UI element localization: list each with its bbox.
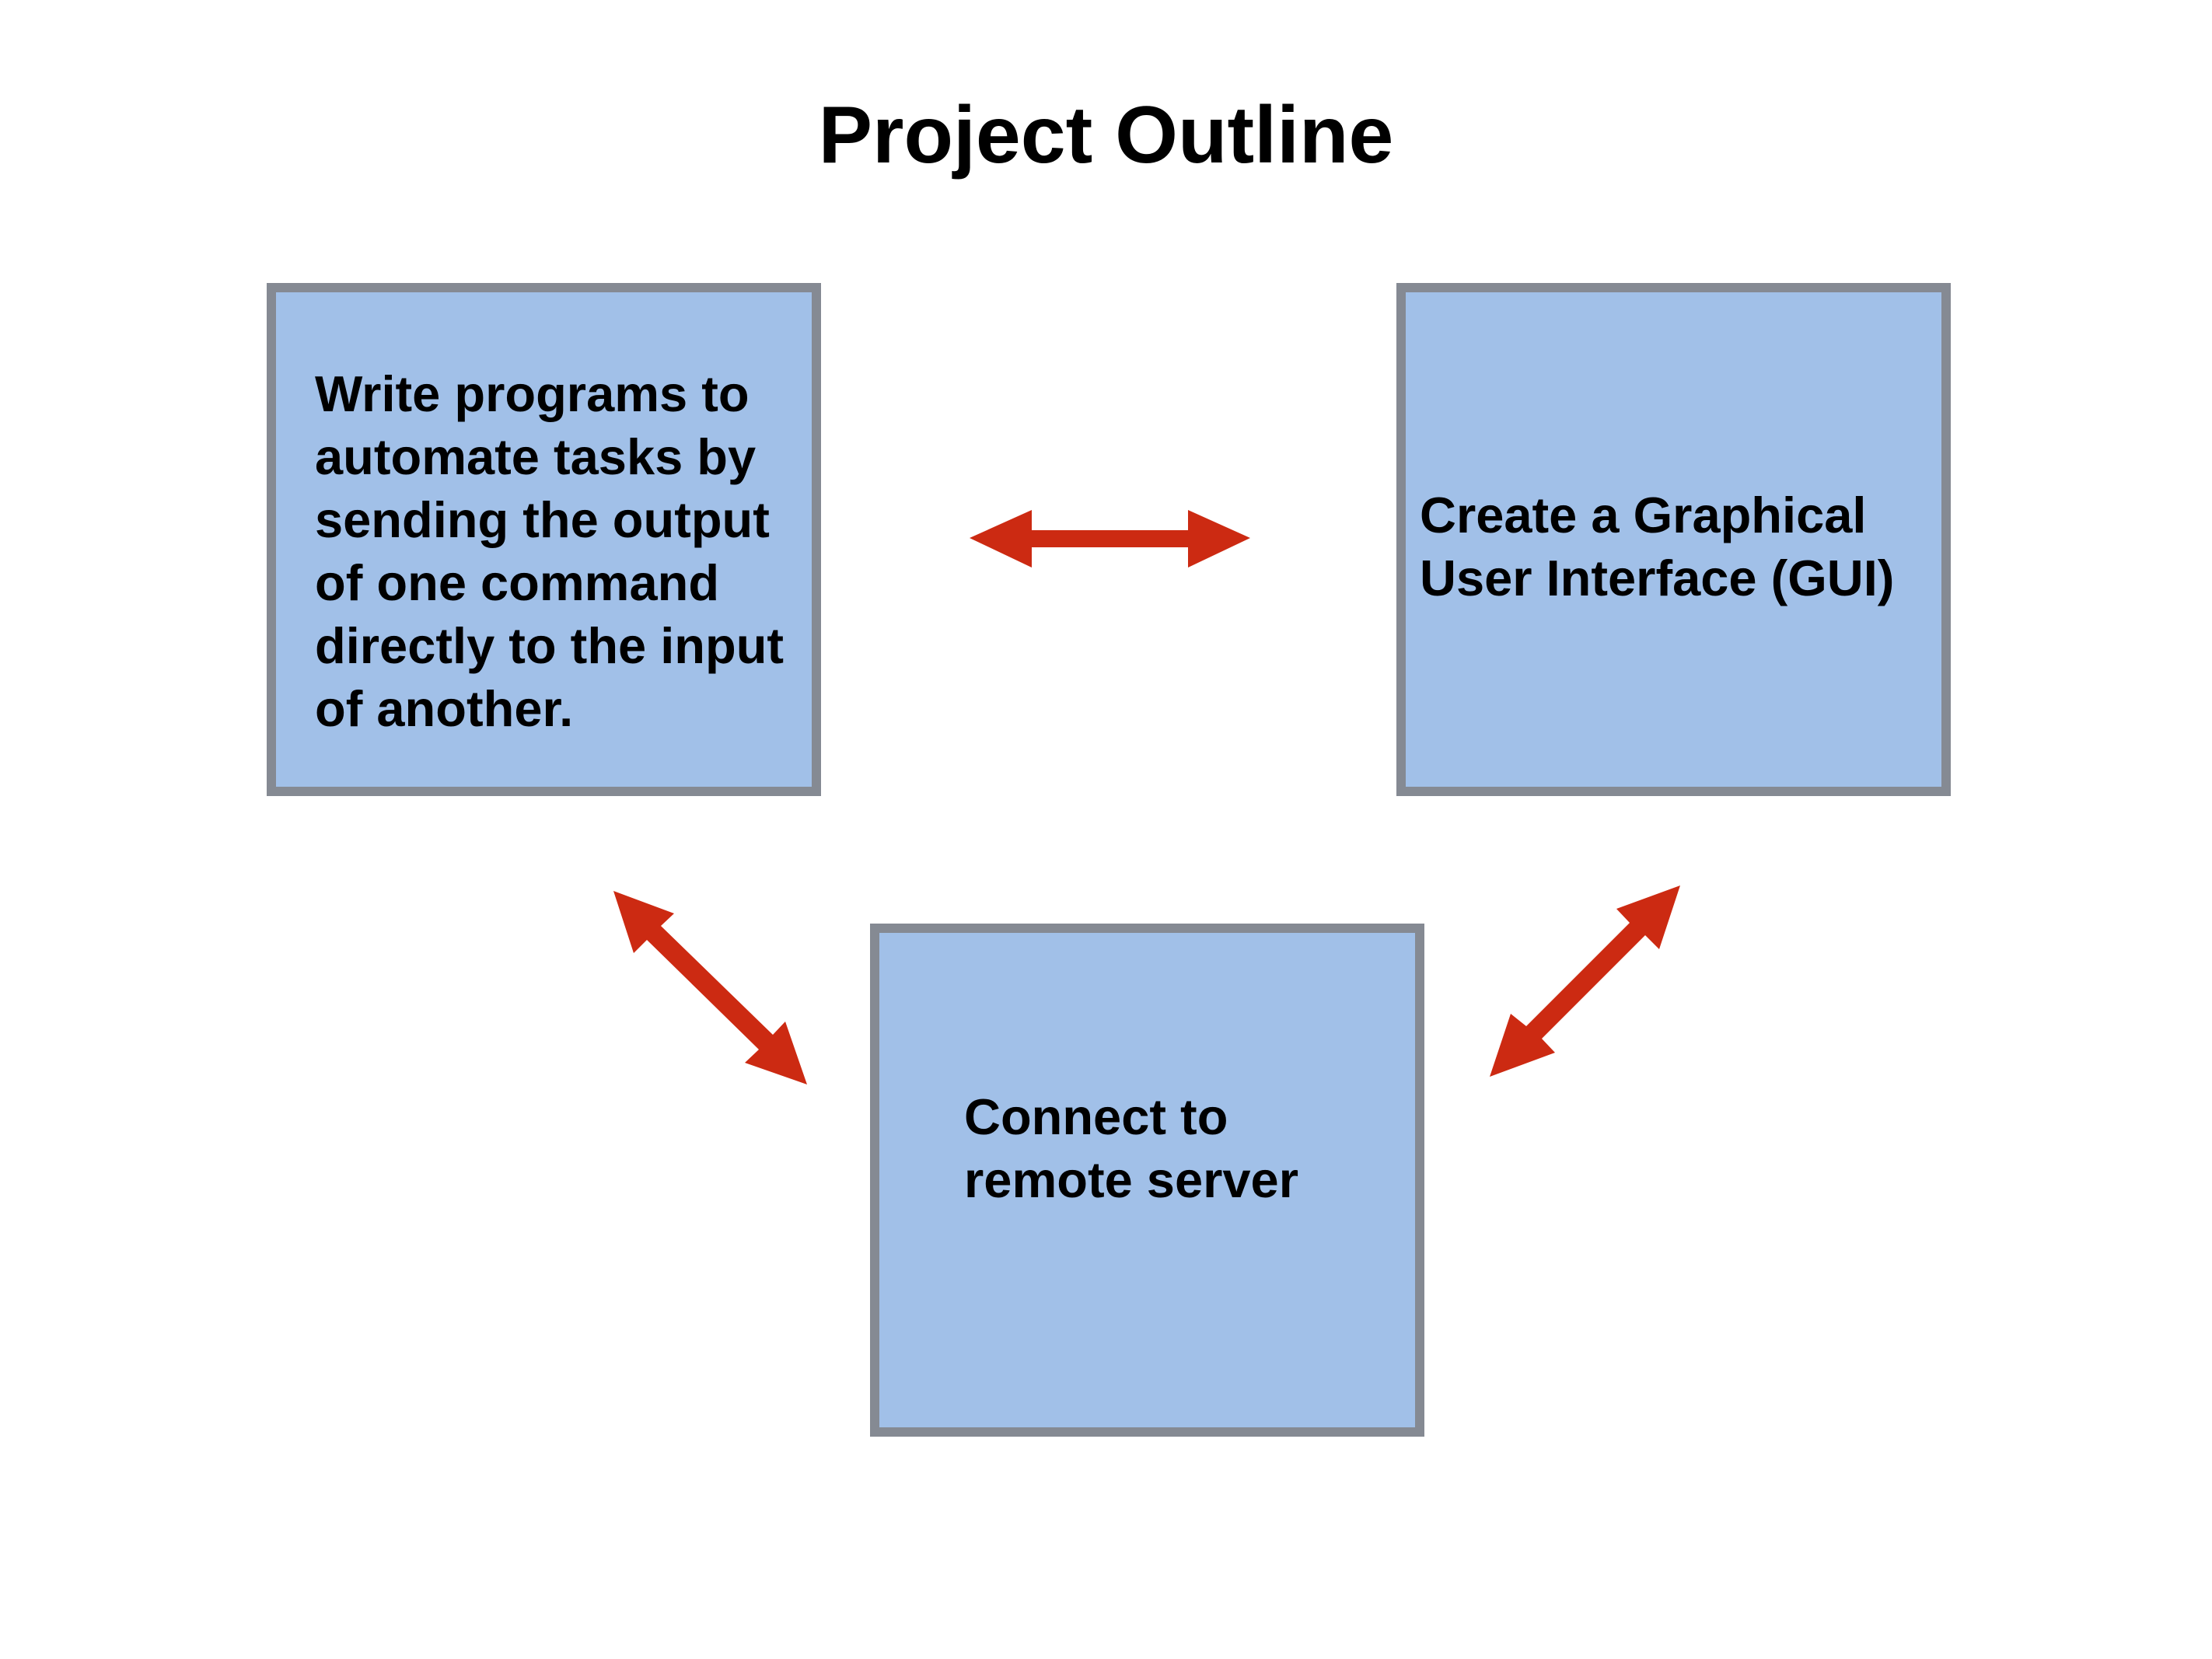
node-remote-server: Connect to remote server bbox=[870, 924, 1424, 1437]
node-automate-tasks: Write programs to automate tasks by send… bbox=[267, 283, 821, 796]
node-create-gui-label: Create a Graphical User Interface (GUI) bbox=[1420, 487, 1895, 606]
node-create-gui: Create a Graphical User Interface (GUI) bbox=[1396, 283, 1951, 796]
diagram-title: Project Outline bbox=[818, 90, 1394, 180]
node-automate-tasks-label: Write programs to automate tasks by send… bbox=[315, 365, 785, 737]
arrow-automate-remote bbox=[613, 891, 807, 1084]
arrow-automate-gui bbox=[970, 510, 1250, 568]
node-remote-server-label: Connect to remote server bbox=[964, 1088, 1298, 1208]
arrow-gui-remote bbox=[1490, 885, 1680, 1077]
